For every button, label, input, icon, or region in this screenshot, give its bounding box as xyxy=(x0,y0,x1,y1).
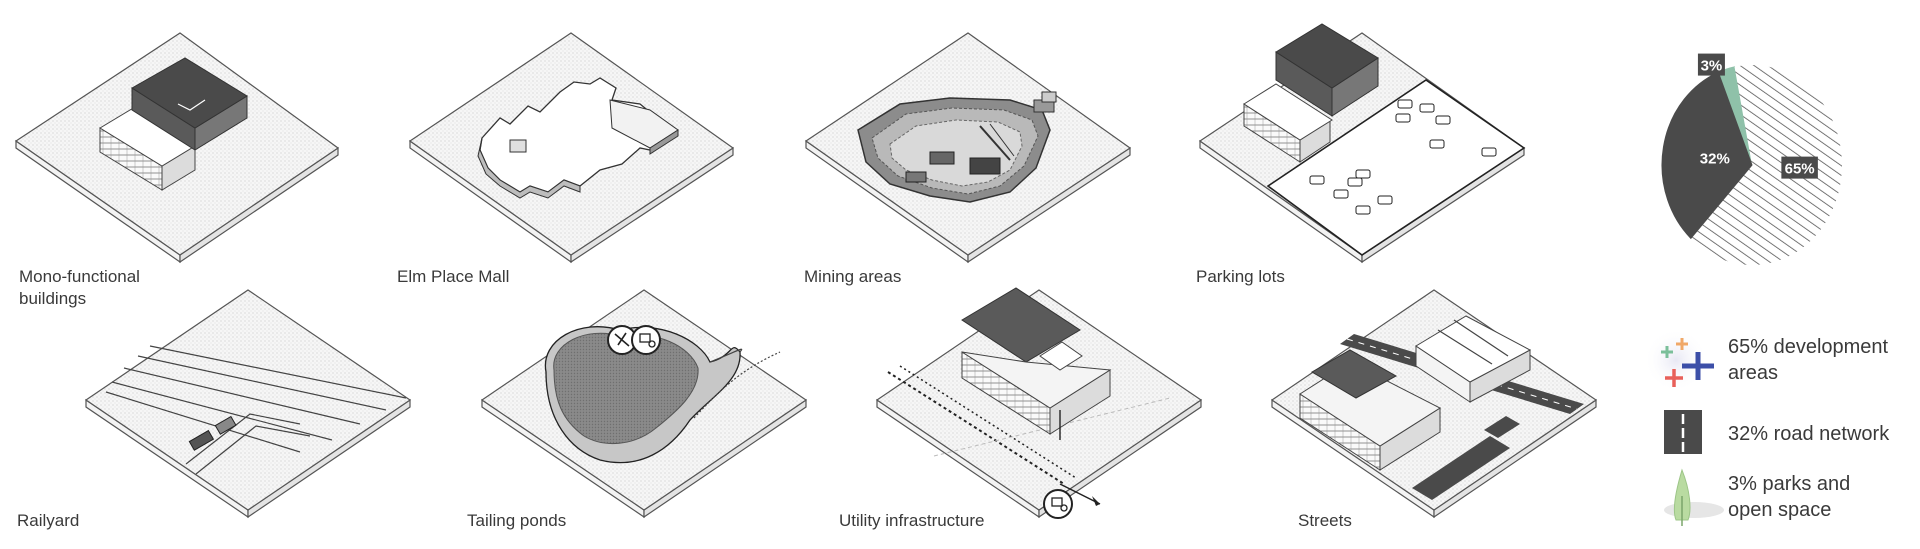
mining-pit-illustration xyxy=(857,91,1057,203)
parking-lot-surface xyxy=(1266,79,1526,256)
label-mono-functional-line2: buildings xyxy=(19,289,86,308)
label-mono-functional-line1: Mono-functional xyxy=(19,267,140,286)
pie-label-bg-3 xyxy=(1697,53,1725,76)
label-mining-areas: Mining areas xyxy=(804,267,901,286)
utility-building-illustration xyxy=(961,287,1112,440)
legend-development-line1: 65% development xyxy=(1728,336,1889,358)
tile-elm-place-mall xyxy=(408,32,735,264)
tile-parking-lots xyxy=(1198,23,1526,264)
label-parking-lots: Parking lots xyxy=(1196,267,1285,286)
label-elm-place-mall: Elm Place Mall xyxy=(397,267,509,286)
label-tailing-ponds: Tailing ponds xyxy=(467,511,566,530)
tile-railyard xyxy=(84,289,412,519)
tile-mining-areas xyxy=(804,32,1132,264)
mall-footprint-illustration xyxy=(477,77,679,199)
parking-building-illustration xyxy=(1243,23,1379,163)
mono-building-illustration xyxy=(99,57,248,191)
pie-slice-32 xyxy=(1661,71,1753,240)
land-use-pie-chart: 65% 32% 3% xyxy=(1661,53,1842,265)
legend: 65% development areas 32% road network 3… xyxy=(1644,328,1890,526)
pie-label-3: 3% xyxy=(1701,58,1723,75)
tile-utility-infrastructure xyxy=(875,287,1203,519)
pie-label-bg-65 xyxy=(1781,156,1818,179)
tree-icon xyxy=(1664,468,1724,526)
parking-cars xyxy=(1309,99,1497,215)
tile-mono-functional-buildings xyxy=(14,32,340,264)
pie-slice-65 xyxy=(1690,64,1842,265)
tailing-pond-tool-icons xyxy=(607,325,661,355)
tile-tailing-ponds xyxy=(480,289,808,519)
railyard-tracks-illustration xyxy=(105,345,407,475)
tile-labels: Mono-functional buildings Elm Place Mall… xyxy=(17,267,1352,530)
tile-streets xyxy=(1270,289,1598,519)
label-streets: Streets xyxy=(1298,511,1352,530)
label-utility-infrastructure: Utility infrastructure xyxy=(839,511,984,530)
utility-tool-icon xyxy=(1043,489,1073,519)
label-railyard: Railyard xyxy=(17,511,79,530)
legend-development-line2: areas xyxy=(1728,362,1778,384)
legend-parks-line1: 3% parks and xyxy=(1728,473,1850,495)
tailing-pond-illustration xyxy=(544,326,781,464)
legend-road-network: 32% road network xyxy=(1728,423,1890,445)
legend-parks-line2: open space xyxy=(1728,499,1831,521)
pie-label-32: 32% xyxy=(1700,151,1730,168)
streets-buildings-illustration xyxy=(1299,315,1532,471)
plus-cross-icon xyxy=(1644,328,1714,392)
road-icon xyxy=(1664,410,1702,454)
pie-label-65: 65% xyxy=(1785,161,1815,178)
